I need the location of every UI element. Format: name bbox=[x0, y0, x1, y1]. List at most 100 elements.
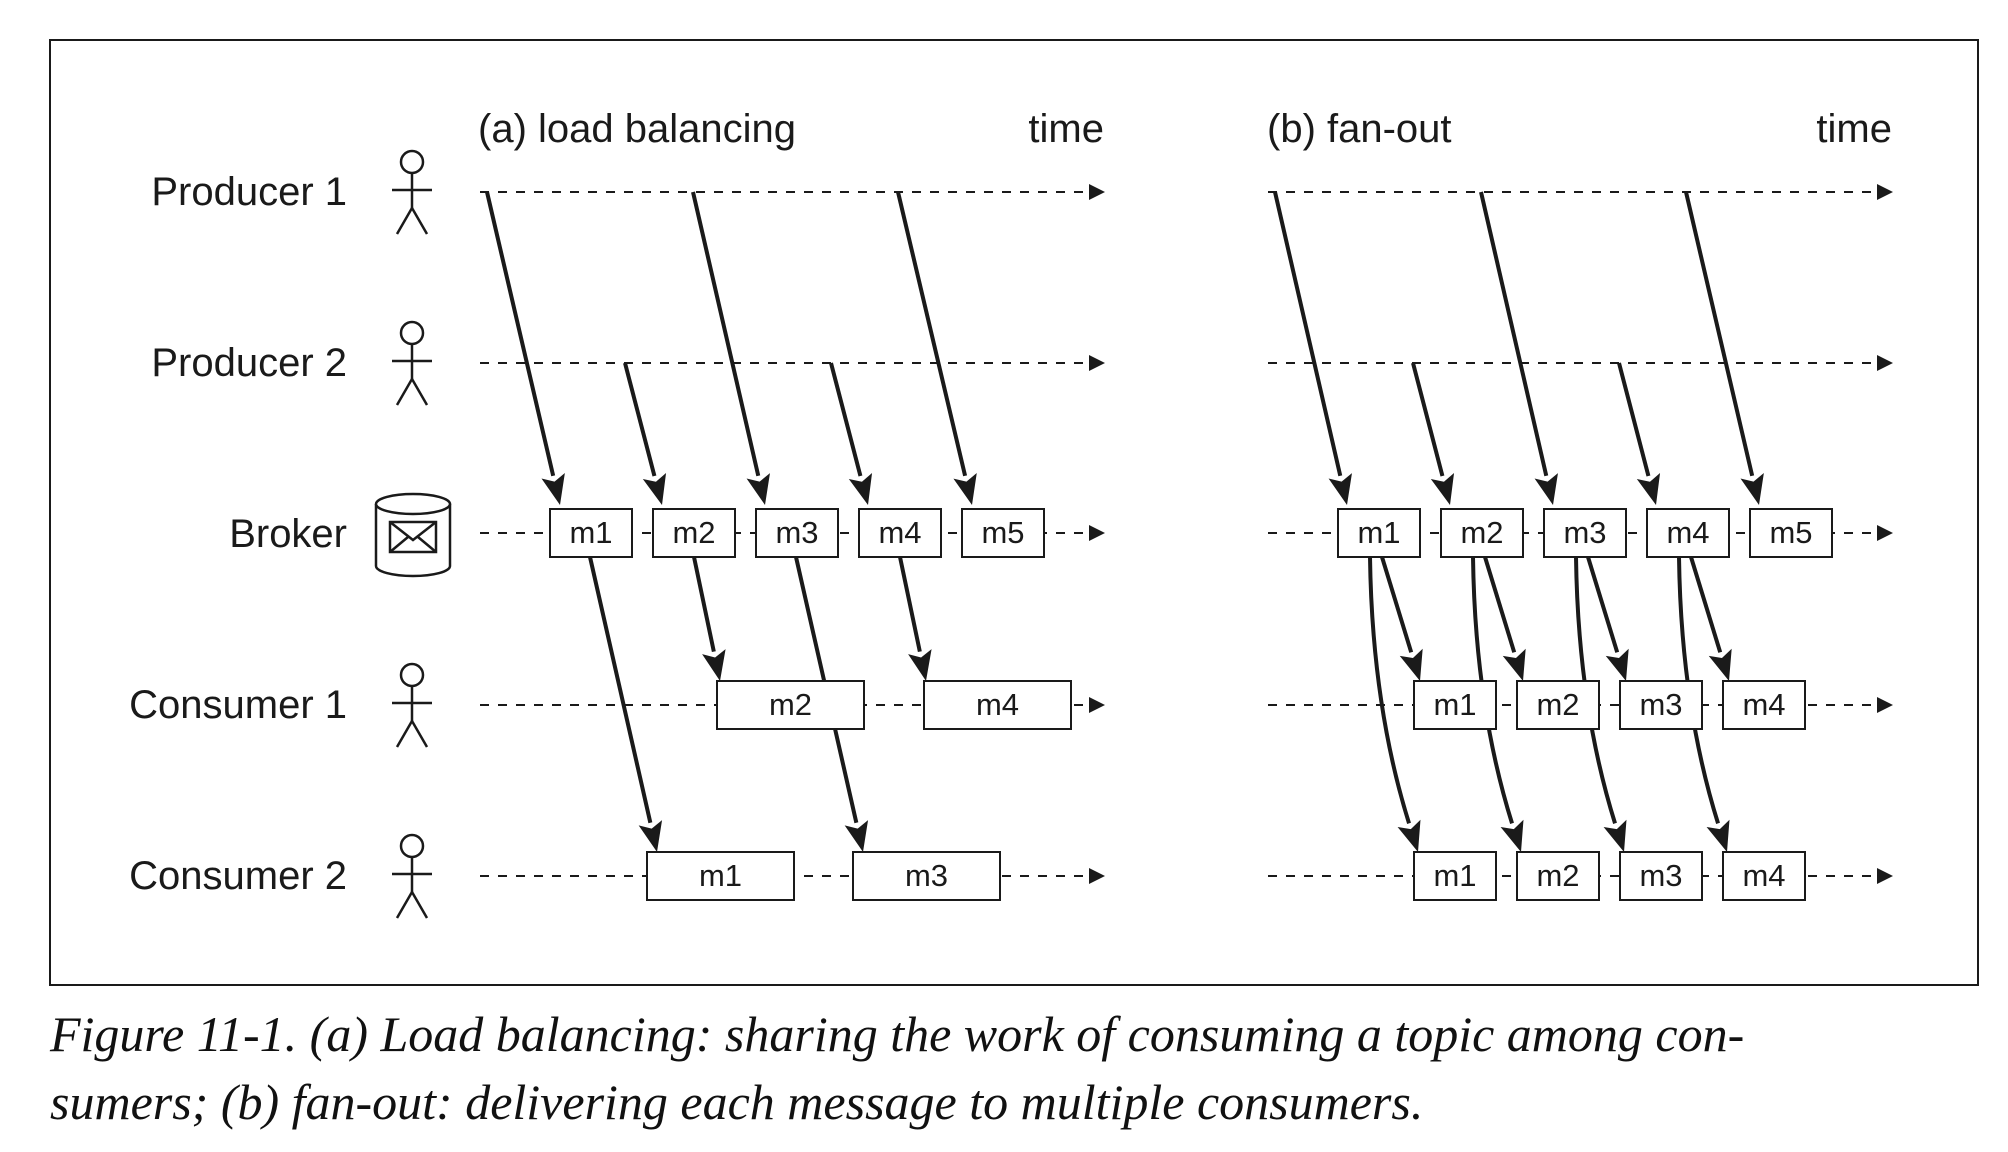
panel-b-arrow-m1-in bbox=[1273, 191, 1343, 477]
panel-a-broker-message-3-label: m3 bbox=[775, 515, 818, 550]
panel-a-consumer-1-message-2-label: m4 bbox=[976, 687, 1019, 722]
panel-b-arrow-m2-in bbox=[1411, 362, 1445, 477]
panel-b-arrow-m1-to-consumer-2 bbox=[1368, 556, 1411, 824]
panel-a-consumer-1-timeline-arrowhead bbox=[1089, 697, 1105, 713]
panel-b-arrow-m3-in bbox=[1479, 191, 1549, 477]
panel-a-arrow-m3-in-head bbox=[746, 473, 770, 505]
panel-b-consumer-1-message-1-label: m1 bbox=[1433, 687, 1476, 722]
panel-a-arrow-m1-in-head bbox=[541, 473, 565, 505]
panel-b-consumer-1-message-2 bbox=[1516, 680, 1600, 730]
panel-a-consumer-1-message-1-label: m2 bbox=[769, 687, 812, 722]
panel-b-arrow-m1-to-consumer-1 bbox=[1380, 556, 1414, 653]
panel-b-consumer-2-message-4 bbox=[1722, 851, 1806, 901]
panel-b-broker-message-2 bbox=[1440, 508, 1524, 558]
panel-b-arrow-m1-to-consumer-2-head bbox=[1397, 819, 1421, 852]
panel-b-consumer-2-message-4-label: m4 bbox=[1742, 858, 1785, 893]
panel-b-title: (b) fan-out bbox=[1267, 107, 1452, 151]
panel-a-producer-1-timeline-arrowhead bbox=[1089, 184, 1105, 200]
panel-b-arrow-m3-in-head bbox=[1534, 473, 1558, 505]
panel-a-time-label: time bbox=[1028, 107, 1104, 151]
panel-b-time-label: time bbox=[1816, 107, 1892, 151]
panel-b-consumer-1-message-4 bbox=[1722, 680, 1806, 730]
panel-b-arrow-m2-in-head bbox=[1430, 472, 1455, 505]
panel-a-arrow-m5-in bbox=[896, 191, 968, 477]
panel-a-arrow-m3-in bbox=[691, 191, 761, 477]
panel-a-broker-message-2 bbox=[652, 508, 736, 558]
panel-b-consumer-2-message-1-label: m1 bbox=[1433, 858, 1476, 893]
panel-b-consumer-2-message-2 bbox=[1516, 851, 1600, 901]
panel-a-arrow-m3-to-consumer-2-head bbox=[844, 820, 869, 852]
panel-a-broker-message-4-label: m4 bbox=[878, 515, 921, 550]
panel-b-arrow-m3-to-consumer-2-head bbox=[1603, 819, 1627, 852]
panel-b-arrow-m1-to-consumer-1-head bbox=[1399, 648, 1423, 681]
panel-a-broker-message-4 bbox=[858, 508, 942, 558]
panel-b-arrow-m4-in bbox=[1617, 362, 1651, 477]
panel-a-arrow-m4-to-consumer-1-head bbox=[908, 649, 932, 681]
panel-b-broker-message-1-label: m1 bbox=[1357, 515, 1400, 550]
panel-b-consumer-1-message-3 bbox=[1619, 680, 1703, 730]
figure-frame bbox=[49, 39, 1979, 986]
panel-b-arrow-m2-to-consumer-1-head bbox=[1502, 648, 1526, 681]
row-label-broker: Broker bbox=[229, 512, 347, 556]
producer-1-person-icon bbox=[392, 149, 432, 235]
panel-b-broker-message-5 bbox=[1749, 508, 1833, 558]
panel-a-consumer-1-message-1 bbox=[716, 680, 865, 730]
panel-b-producer-1-timeline-arrowhead bbox=[1877, 184, 1893, 200]
panel-a-arrow-m4-in bbox=[829, 362, 863, 477]
panel-b-consumer-1-message-1 bbox=[1413, 680, 1497, 730]
broker-envelope-icon bbox=[374, 492, 452, 578]
diagram: Producer 1 Producer 2 Broker Consumer 1 … bbox=[49, 39, 1979, 986]
panel-a-consumer-2-timeline-arrowhead bbox=[1089, 868, 1105, 884]
panel-b-arrow-m2-to-consumer-1 bbox=[1483, 556, 1517, 653]
row-label-producer-2: Producer 2 bbox=[151, 341, 347, 385]
panel-a-consumer-2-message-1-label: m1 bbox=[699, 858, 742, 893]
panel-b-producer-2-timeline-arrowhead bbox=[1877, 355, 1893, 371]
panel-b-arrow-m3-to-consumer-1 bbox=[1586, 556, 1620, 653]
panel-b-consumer-2-message-2-label: m2 bbox=[1536, 858, 1579, 893]
panel-a-broker-message-1 bbox=[549, 508, 633, 558]
panel-b-consumer-2-message-1 bbox=[1413, 851, 1497, 901]
panel-b-arrow-m5-in bbox=[1684, 191, 1755, 477]
panel-b-consumer-1-message-3-label: m3 bbox=[1639, 687, 1682, 722]
panel-a-title: (a) load balancing bbox=[478, 107, 796, 151]
panel-a-arrow-m1-to-consumer-2-head bbox=[638, 820, 663, 852]
panel-b-arrow-m4-to-consumer-2-head bbox=[1706, 819, 1730, 852]
panel-b-arrow-m5-in-head bbox=[1740, 473, 1764, 505]
panel-a-broker-message-1-label: m1 bbox=[569, 515, 612, 550]
producer-2-person-icon bbox=[392, 320, 432, 406]
row-label-producer-1: Producer 1 bbox=[151, 170, 347, 214]
panel-a-broker-message-5-label: m5 bbox=[981, 515, 1024, 550]
panel-b-consumer-2-message-3-label: m3 bbox=[1639, 858, 1682, 893]
panel-a-broker-message-3 bbox=[755, 508, 839, 558]
consumer-1-person-icon bbox=[392, 662, 432, 748]
panel-a-arrow-m1-in bbox=[485, 191, 556, 477]
row-label-consumer-1: Consumer 1 bbox=[129, 683, 347, 727]
consumer-2-person-icon bbox=[392, 833, 432, 919]
panel-b-broker-message-5-label: m5 bbox=[1769, 515, 1812, 550]
panel-b-broker-message-1 bbox=[1337, 508, 1421, 558]
panel-b-arrow-m4-to-consumer-1 bbox=[1689, 556, 1723, 653]
panel-a-consumer-2-message-1 bbox=[646, 851, 795, 901]
message-arrows bbox=[485, 191, 1764, 852]
row-label-consumer-2: Consumer 2 bbox=[129, 854, 347, 898]
panel-b-consumer-2-message-3 bbox=[1619, 851, 1703, 901]
panel-a-arrow-m5-in-head bbox=[953, 473, 977, 505]
panel-b-arrow-m4-to-consumer-1-head bbox=[1708, 648, 1732, 681]
panel-b-consumer-1-message-2-label: m2 bbox=[1536, 687, 1579, 722]
panel-b-broker-message-4-label: m4 bbox=[1666, 515, 1709, 550]
panel-a-arrow-m2-in-head bbox=[642, 472, 667, 505]
panel-b-consumer-1-message-4-label: m4 bbox=[1742, 687, 1785, 722]
panel-a-arrow-m2-to-consumer-1-head bbox=[702, 649, 726, 681]
panel-a-arrow-m4-in-head bbox=[848, 472, 873, 505]
panel-a-arrow-m1-to-consumer-2 bbox=[588, 556, 653, 824]
panel-a-broker-timeline-arrowhead bbox=[1089, 525, 1105, 541]
panel-b-arrow-m1-in-head bbox=[1328, 473, 1352, 505]
panel-b-arrow-m2-to-consumer-2-head bbox=[1500, 819, 1524, 852]
panel-a-producer-2-timeline-arrowhead bbox=[1089, 355, 1105, 371]
figure-caption: Figure 11-1. (a) Load balancing: sharing… bbox=[50, 1000, 1970, 1136]
caption-line-1: Figure 11-1. (a) Load balancing: sharing… bbox=[50, 1006, 1745, 1062]
panel-a-broker-message-2-label: m2 bbox=[672, 515, 715, 550]
panel-b-broker-message-4 bbox=[1646, 508, 1730, 558]
panel-b-consumer-2-timeline-arrowhead bbox=[1877, 868, 1893, 884]
